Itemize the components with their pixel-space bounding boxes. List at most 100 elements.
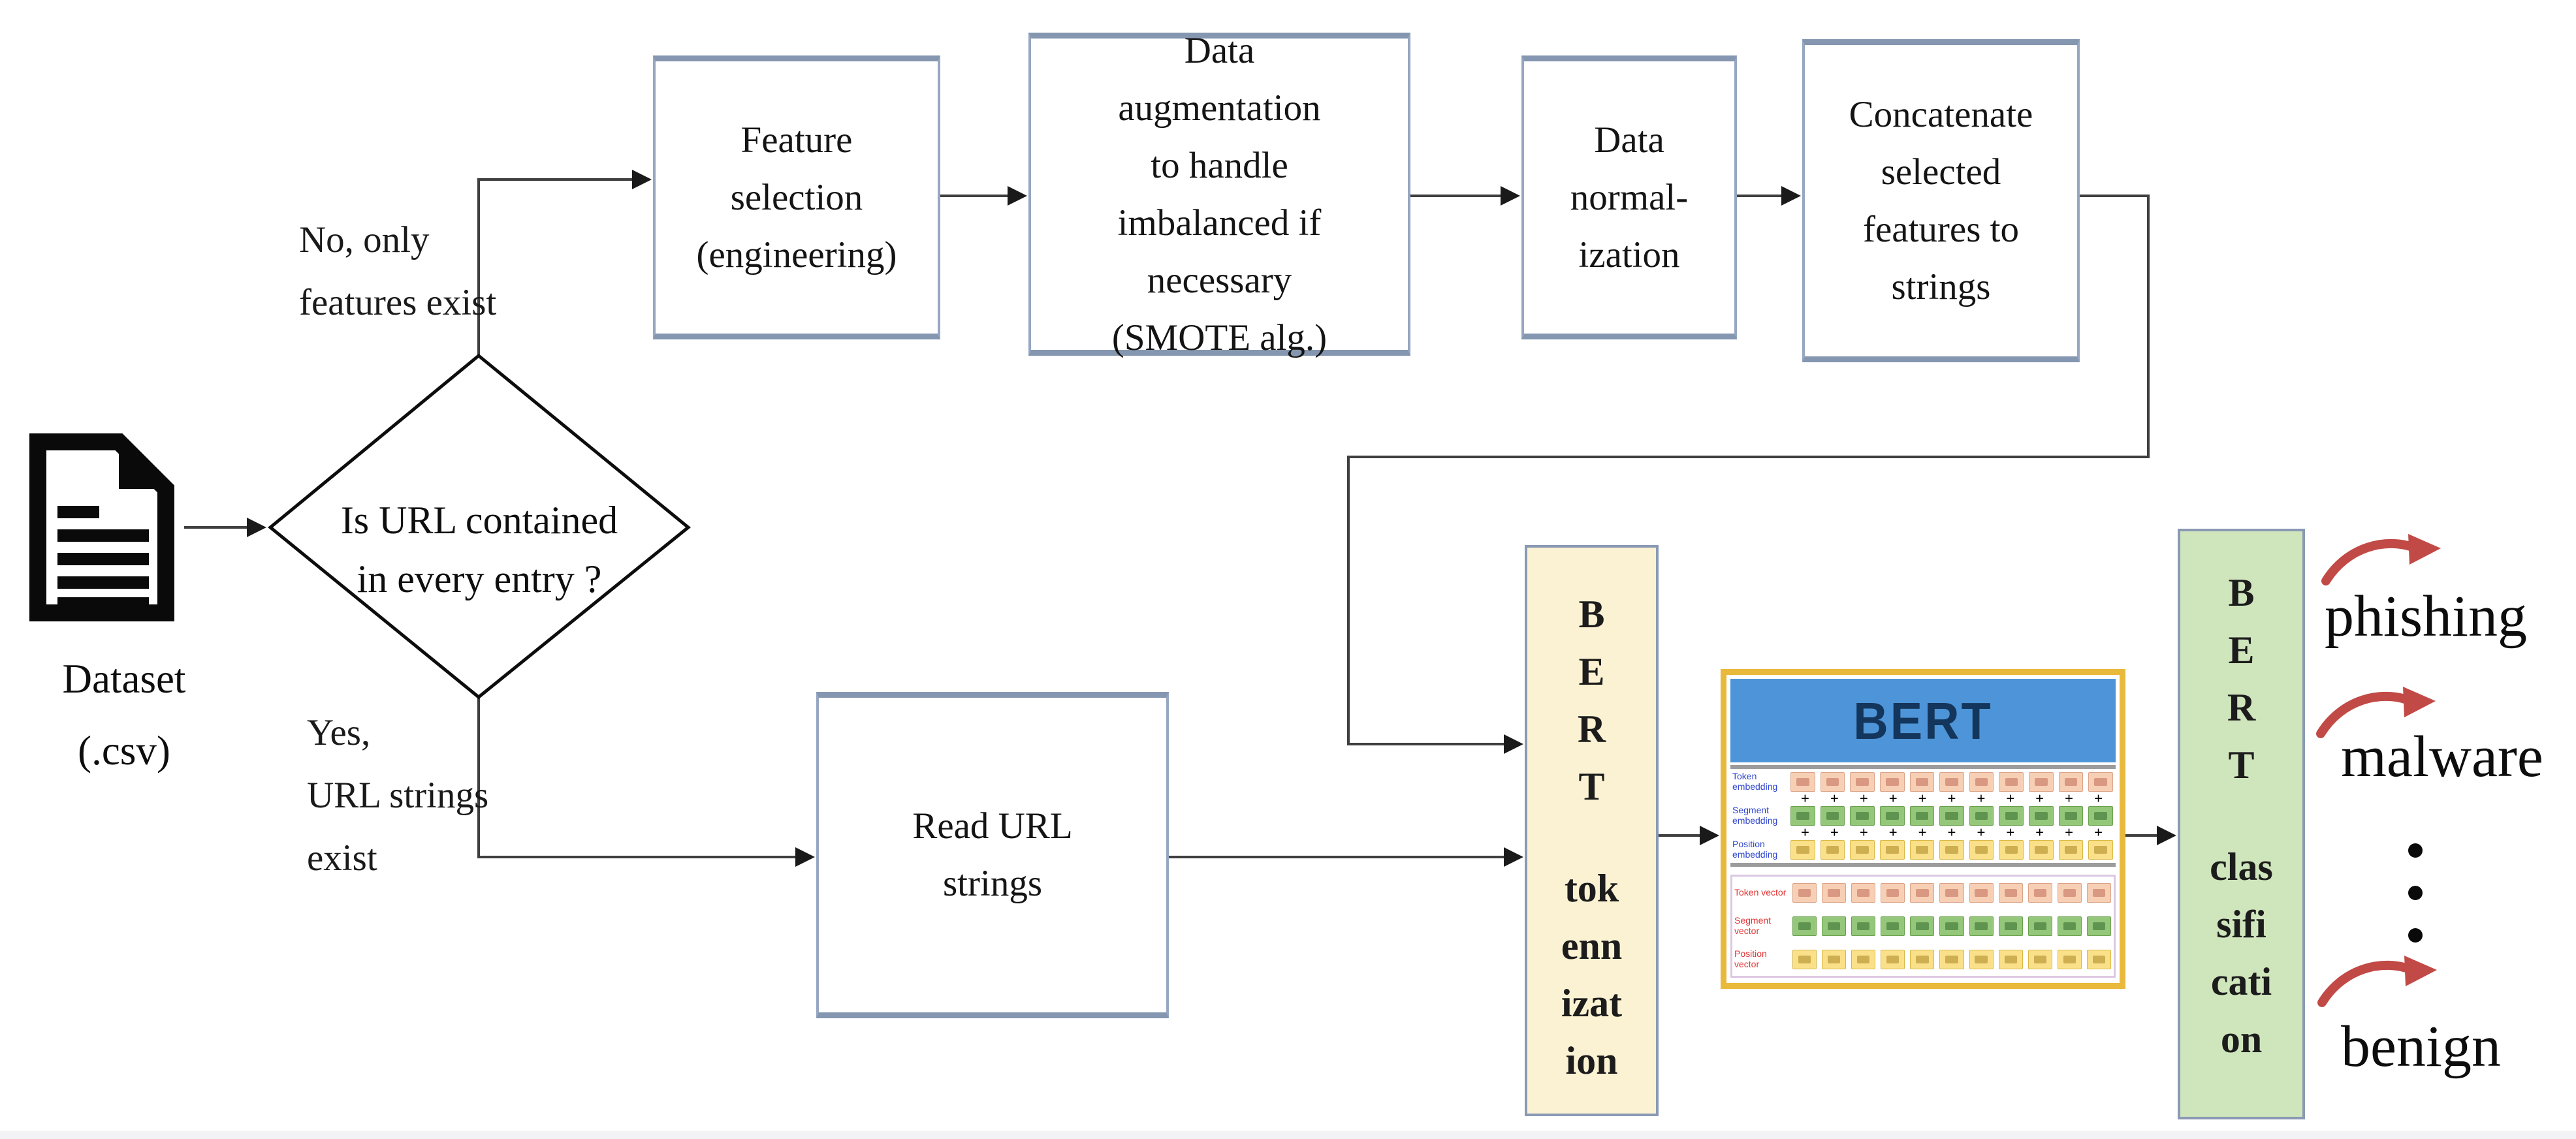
classification-word-part: sifi xyxy=(2216,903,2266,946)
embedding-section: Token embedding +++++++++++ Segment embe… xyxy=(1730,765,2116,867)
embedding-cell xyxy=(1792,949,1817,969)
embedding-cell xyxy=(2058,806,2084,826)
embedding-cell xyxy=(1851,949,1876,969)
no-branch-line: No, only xyxy=(299,219,430,260)
embedding-cell xyxy=(1879,840,1905,860)
embedding-cell xyxy=(1820,806,1845,826)
embedding-cell xyxy=(1998,883,2023,903)
classification-word-part: cati xyxy=(2210,960,2272,1003)
embedding-cell xyxy=(1792,916,1817,936)
embedding-cell xyxy=(1851,916,1876,936)
document-icon xyxy=(29,433,174,621)
embedding-cells xyxy=(1790,772,2116,792)
decision-line: Is URL contained xyxy=(340,499,618,542)
embedding-cell xyxy=(2029,840,2054,860)
no-branch-line: features exist xyxy=(299,282,497,323)
bert-letter: R xyxy=(1577,708,1606,751)
concatenate-features-box: Concatenate selected features to strings xyxy=(1802,39,2080,362)
data-augmentation-text: Data augmentation to handle imbalanced i… xyxy=(1111,29,1328,358)
read-url-strings-text: Read URL strings xyxy=(912,805,1073,904)
bert-diagram-title: BERT xyxy=(1853,691,1993,750)
embedding-cell xyxy=(1879,806,1905,826)
embedding-cell xyxy=(1850,806,1875,826)
curved-red-arrow-icon xyxy=(2317,956,2437,1007)
vector-section: Token vector Segment vector Position vec… xyxy=(1730,875,2116,978)
bottom-edge-strip xyxy=(0,1131,2576,1139)
tokenization-word-part: enn xyxy=(1561,924,1623,967)
concatenate-features-text: Concatenate selected features to strings xyxy=(1849,93,2033,307)
embedding-cell xyxy=(2088,840,2114,860)
embedding-cell xyxy=(1939,883,1964,903)
bert-diagram-header: BERT xyxy=(1730,679,2116,762)
decision-line: in every entry ? xyxy=(357,557,602,601)
embedding-cell xyxy=(2088,772,2114,792)
output-phishing: phishing xyxy=(2325,584,2528,649)
yes-branch-line: Yes, xyxy=(307,712,371,753)
embedding-cell xyxy=(2088,806,2114,826)
embedding-cell xyxy=(1790,806,1815,826)
embedding-row-label: Position embedding xyxy=(1732,839,1778,860)
embedding-cell xyxy=(1969,840,1994,860)
embedding-cell xyxy=(1881,916,1905,936)
embedding-row: Position embedding xyxy=(1730,839,2116,860)
embedding-cell xyxy=(1909,772,1935,792)
output-benign: benign xyxy=(2341,1014,2501,1079)
embedding-cell xyxy=(2058,772,2084,792)
embedding-cell xyxy=(1881,949,1905,969)
bert-letter: T xyxy=(2228,743,2255,787)
feature-selection-box: Feature selection (engineering) xyxy=(653,55,940,339)
yes-branch-line: exist xyxy=(307,837,377,879)
arrowheads xyxy=(247,170,2176,867)
embedding-cell xyxy=(1939,840,1964,860)
embedding-cell xyxy=(2029,806,2054,826)
plus-row: +++++++++++ xyxy=(1730,790,2116,807)
feature-selection-text: Feature selection (engineering) xyxy=(696,119,897,275)
embedding-cell xyxy=(1790,840,1815,860)
bert-letter: B xyxy=(1578,593,1605,636)
embedding-cell xyxy=(2027,949,2052,969)
embedding-cell xyxy=(1939,806,1964,826)
data-normalization-box: Data normal- ization xyxy=(1521,55,1737,339)
embedding-cell xyxy=(1998,949,2023,969)
curved-red-arrow-icon xyxy=(2321,534,2441,585)
vector-row: Segment vector xyxy=(1732,915,2114,936)
embedding-cell xyxy=(1969,772,1994,792)
embedding-cell xyxy=(1820,772,1845,792)
vector-row-label: Segment vector xyxy=(1734,915,1772,936)
bert-letter: T xyxy=(1578,765,1605,808)
yes-branch-line: URL strings xyxy=(307,775,489,816)
embedding-cell xyxy=(1939,772,1964,792)
bert-letter: B xyxy=(2228,571,2255,614)
yes-branch-label: Yes, URL strings exist xyxy=(307,702,488,890)
embedding-row-label: Segment embedding xyxy=(1732,805,1778,826)
classification-word-part: clas xyxy=(2210,845,2273,888)
arrow-no-branch xyxy=(477,178,637,356)
embedding-cell xyxy=(1851,883,1876,903)
embedding-cell xyxy=(2057,883,2082,903)
bert-letter: R xyxy=(2227,686,2256,729)
read-url-strings-box: Read URL strings xyxy=(816,692,1169,1018)
embedding-cell xyxy=(1999,840,2024,860)
plus-symbols: +++++++++++ xyxy=(1800,790,2103,807)
embedding-cell xyxy=(2057,949,2082,969)
embedding-cell xyxy=(2027,883,2052,903)
vector-row-label: Position vector xyxy=(1734,948,1767,969)
dataset-label-line: (.csv) xyxy=(78,728,170,773)
embedding-cell xyxy=(1879,772,1905,792)
embedding-cell xyxy=(1969,806,1994,826)
embedding-cell xyxy=(1881,883,1905,903)
embedding-cells xyxy=(1790,840,2116,860)
embedding-cell xyxy=(1792,883,1817,903)
bert-letter: E xyxy=(2228,629,2255,672)
dataset-label: Dataset (.csv) xyxy=(13,643,235,787)
embedding-cell xyxy=(1969,883,1994,903)
tokenization-word-part: izat xyxy=(1561,982,1623,1025)
bert-tokenization-box: B E R T tok enn izat ion xyxy=(1525,545,1659,1116)
embedding-cell xyxy=(1910,916,1935,936)
embedding-cell xyxy=(1910,883,1935,903)
decision-diamond xyxy=(268,353,691,700)
bert-letter: E xyxy=(1578,650,1605,693)
bert-diagram-body: Token embedding +++++++++++ Segment embe… xyxy=(1730,762,2116,979)
